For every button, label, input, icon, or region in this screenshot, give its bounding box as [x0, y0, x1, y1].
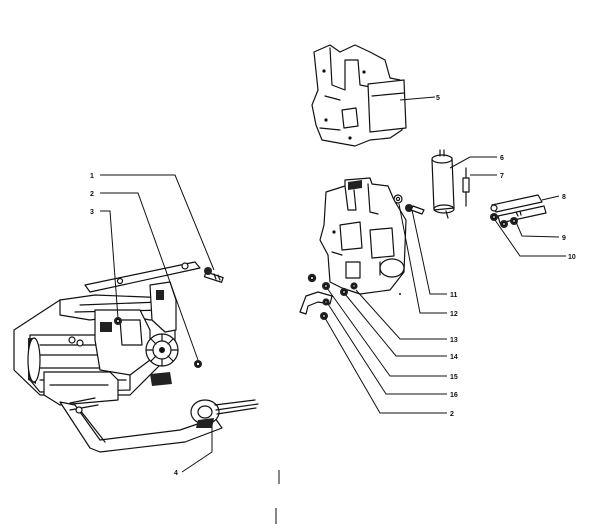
callout-labels: 1 2 3 4 5 6 7 8 9 10 11 12 13 14 15 16 2: [90, 95, 576, 477]
callout-12: 12: [450, 311, 458, 318]
callout-1: 1: [90, 173, 94, 180]
part-6-capacitor: [431, 149, 455, 219]
callout-13: 13: [450, 337, 458, 344]
tick-marks: [275, 470, 280, 524]
callout-3: 3: [90, 209, 94, 216]
callout-11: 11: [450, 292, 458, 299]
callout-2: 2: [90, 191, 94, 198]
callout-6: 6: [500, 155, 504, 162]
part-5-bracket-plate: [311, 44, 407, 147]
small-hardware: [299, 273, 358, 320]
callout-10: 10: [568, 254, 576, 261]
part-11-12-washer-screw: [393, 194, 425, 215]
callout-14: 14: [450, 354, 458, 361]
part-8-pins: [490, 194, 547, 224]
callout-2-lower: 2: [450, 411, 454, 418]
leader-lines: [100, 96, 566, 473]
callout-5: 5: [436, 95, 440, 102]
part-9-10-nuts: [490, 210, 522, 228]
callout-4: 4: [174, 470, 178, 477]
callout-8: 8: [562, 194, 566, 201]
callout-15: 15: [450, 374, 458, 381]
callout-9: 9: [562, 235, 566, 242]
motor-assembly: [13, 261, 259, 453]
part-7-resistor: [462, 167, 470, 207]
callout-7: 7: [500, 173, 504, 180]
callout-16: 16: [450, 392, 458, 399]
switch-bracket: [319, 177, 407, 295]
